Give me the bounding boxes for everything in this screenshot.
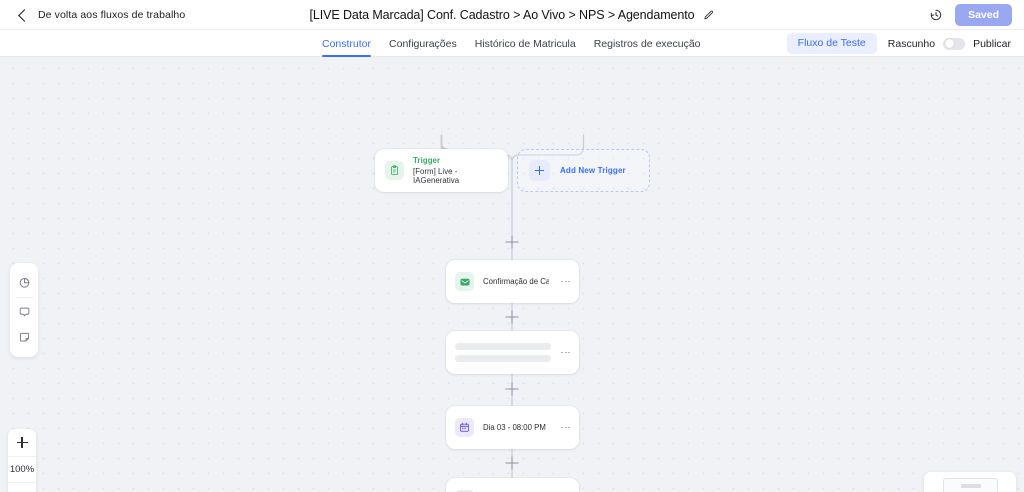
toggle-knob — [944, 39, 954, 48]
analytics-pie-icon[interactable] — [10, 270, 38, 295]
mail-icon — [455, 272, 474, 291]
node-aguarde[interactable]: Aguarde — [446, 478, 579, 492]
save-status-button[interactable]: Saved — [955, 3, 1012, 27]
node-loading-placeholder[interactable] — [446, 331, 579, 374]
tab-historico-de-matricula[interactable]: Histórico de Matricula — [474, 37, 576, 50]
workflow-canvas[interactable]: Trigger [Form] Live - IAGenerativa Add N… — [0, 57, 1024, 492]
canvas-left-toolbar — [10, 263, 38, 357]
more-options-icon[interactable] — [558, 351, 570, 354]
add-step-plus-1[interactable] — [505, 235, 519, 249]
add-new-trigger-button[interactable]: Add New Trigger — [517, 149, 650, 192]
plus-icon — [529, 160, 550, 181]
node-label: Dia 03 - 08:00 PM — [483, 423, 546, 432]
chevron-left-icon — [18, 8, 31, 22]
zoom-out-button[interactable] — [8, 483, 36, 492]
tab-bar: Construtor Configurações Histórico de Ma… — [0, 30, 1024, 57]
tab-registros-de-execucao[interactable]: Registros de execução — [593, 37, 701, 50]
add-step-plus-3[interactable] — [505, 382, 519, 396]
tab-list: Construtor Configurações Histórico de Ma… — [322, 30, 710, 57]
canvas-minimap[interactable] — [924, 472, 1016, 492]
comment-bubble-icon[interactable] — [10, 300, 38, 325]
node-label: Confirmação de Cadastro — [483, 277, 549, 286]
node-confirmacao-de-cadastro[interactable]: Confirmação de Cadastro — [446, 260, 579, 303]
top-bar: De volta aos fluxos de trabalho [LIVE Da… — [0, 0, 1024, 30]
zoom-in-button[interactable] — [8, 429, 36, 457]
clock-icon — [455, 490, 474, 492]
add-step-plus-2[interactable] — [505, 310, 519, 324]
pencil-icon[interactable] — [703, 10, 714, 21]
skeleton-bar-top — [455, 343, 551, 350]
tab-construtor[interactable]: Construtor — [322, 30, 380, 57]
sticky-note-icon[interactable] — [10, 325, 38, 350]
more-options-icon[interactable] — [558, 426, 570, 429]
trigger-node-subtitle: [Form] Live - IAGenerativa — [413, 167, 460, 185]
clipboard-icon — [385, 161, 404, 180]
skeleton-bars — [455, 343, 551, 362]
skeleton-bar-bottom — [455, 355, 551, 362]
more-options-icon[interactable] — [558, 280, 570, 283]
draft-label: Rascunho — [887, 37, 936, 50]
node-dia-03-agendamento[interactable]: Dia 03 - 08:00 PM — [446, 406, 579, 449]
test-flow-button[interactable]: Fluxo de Teste — [786, 33, 877, 54]
add-step-plus-4[interactable] — [505, 456, 519, 470]
back-to-workflows-label: De volta aos fluxos de trabalho — [38, 9, 186, 21]
tab-bar-actions: Fluxo de Teste Rascunho Publicar — [786, 30, 1011, 57]
calendar-icon — [455, 418, 474, 437]
back-to-workflows-link[interactable]: De volta aos fluxos de trabalho — [18, 0, 186, 30]
zoom-control: 100% — [8, 429, 36, 492]
top-bar-actions: Saved — [929, 0, 1012, 30]
clock-history-icon[interactable] — [929, 8, 943, 22]
minimap-node — [960, 484, 981, 488]
trigger-node-title: Trigger — [413, 156, 441, 165]
toolbar-divider — [15, 297, 33, 298]
zoom-level-label[interactable]: 100% — [8, 457, 36, 483]
tab-configuracoes[interactable]: Configurações — [389, 37, 457, 50]
minimap-viewport[interactable] — [943, 478, 998, 492]
publish-toggle-group: Rascunho Publicar — [887, 37, 1011, 50]
trigger-node[interactable]: Trigger [Form] Live - IAGenerativa — [375, 149, 508, 192]
page-title: [LIVE Data Marcada] Conf. Cadastro > Ao … — [309, 8, 695, 22]
add-new-trigger-label: Add New Trigger — [560, 166, 626, 175]
publish-toggle[interactable] — [943, 37, 966, 50]
publish-label: Publicar — [973, 37, 1011, 50]
trigger-node-texts: Trigger [Form] Live - IAGenerativa — [413, 156, 498, 185]
